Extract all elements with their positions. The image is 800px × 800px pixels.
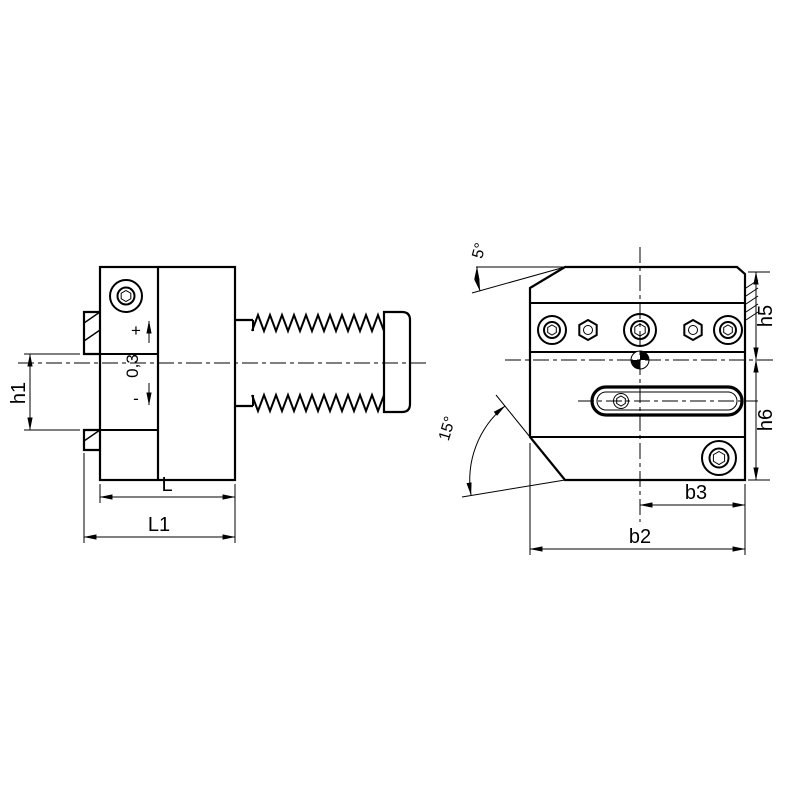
tolerance-annotation: + 0,3 - [123,320,152,408]
base-screw-icon [701,440,737,476]
socket-screw-icon [537,315,567,345]
thread-bottom-profile [251,392,385,414]
dim-h6: h6 [748,359,777,481]
dim-L-label: L [161,474,172,496]
upper-clamp-nose [82,310,101,356]
dim-h6-label: h6 [755,409,777,431]
thread-top-profile [251,312,385,334]
dim-L1: L1 [83,453,236,543]
screw-row [537,313,743,347]
dim-b3-label: b3 [685,482,707,504]
angle-15-label: 15° [436,415,459,443]
left-view: + 0,3 - h1 L L1 [8,265,430,543]
dim-h1: h1 [8,353,80,431]
angle-15-annotation: 15° [436,394,566,498]
dim-b2-label: b2 [629,526,651,548]
clamp-screw-icon [109,279,143,313]
shank-end-cap [382,310,412,414]
dim-b2: b2 [529,443,746,555]
hex-screw-icon [683,318,703,342]
tolerance-minus-label: - [133,389,139,408]
angle-5-annotation: 5° [469,241,566,294]
hex-screw-icon [578,318,598,342]
dim-b3: b3 [639,482,746,555]
dim-L1-label: L1 [148,514,170,536]
dim-h1-label: h1 [8,382,30,404]
right-view: 5° 15° h5 h6 b3 [436,241,777,555]
dim-h5: h5 [748,271,777,361]
socket-screw-icon [713,315,743,345]
threaded-shank [235,310,412,414]
dim-h5-label: h5 [755,305,777,327]
lower-step [82,428,101,452]
dim-L: L [99,474,236,543]
tolerance-plus-label: + [131,321,141,340]
tolerance-value-label: 0,3 [123,354,142,378]
angle-5-label: 5° [469,241,489,260]
